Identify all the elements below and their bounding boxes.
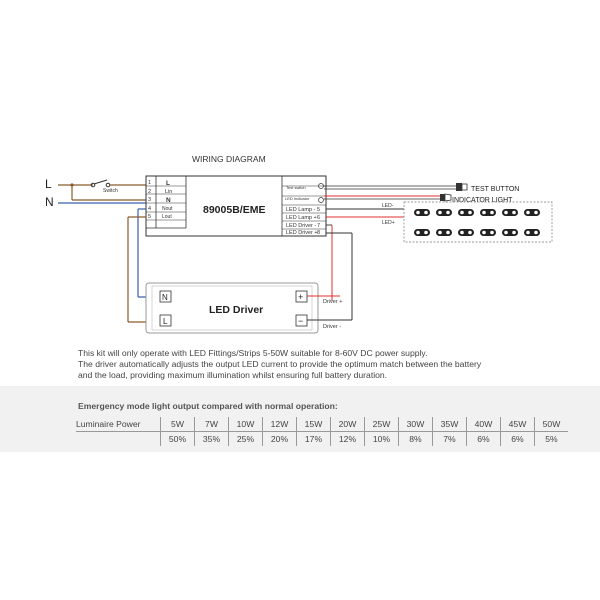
driver-n-terminal bbox=[159, 290, 172, 303]
diagram-title: WIRING DIAGRAM bbox=[192, 154, 266, 164]
terminal-2-label: Lin bbox=[165, 189, 172, 195]
power-cell: 30W bbox=[398, 417, 433, 432]
output-cell: 6% bbox=[500, 431, 535, 446]
module-model: 89005B/EME bbox=[203, 204, 265, 216]
description-line-1: This kit will only operate with LED Fitt… bbox=[78, 348, 428, 358]
output-cell: 10% bbox=[364, 431, 399, 446]
terminal-7-num: 7 bbox=[317, 223, 320, 229]
terminal-4-num: 4 bbox=[148, 206, 151, 212]
test-button-body bbox=[456, 183, 462, 191]
led-chip-icon bbox=[502, 209, 518, 216]
driver-n-label: N bbox=[162, 293, 168, 302]
test-button-label: TEST BUTTON bbox=[471, 186, 519, 193]
switch-label: Switch bbox=[103, 188, 118, 194]
output-cell: 20% bbox=[262, 431, 297, 446]
terminal-1-num: 1 bbox=[148, 180, 151, 186]
test-button-cap bbox=[461, 183, 468, 191]
led-chip-icon bbox=[436, 209, 452, 216]
live-label: L bbox=[45, 177, 52, 191]
switch-lever bbox=[93, 179, 108, 185]
terminal-2-num: 2 bbox=[148, 189, 151, 195]
terminal-4-label: Nout bbox=[162, 206, 173, 212]
driver-l-terminal bbox=[159, 314, 172, 327]
power-cell: 50W bbox=[534, 417, 568, 432]
terminal-5-out-num: 5 bbox=[317, 207, 320, 213]
terminal-8-num: 8 bbox=[317, 230, 320, 236]
output-cell: 25% bbox=[228, 431, 263, 446]
output-row: 50%35%25%20%17%12%10%8%7%6%6%5% bbox=[76, 431, 568, 447]
led-chip-icon bbox=[458, 209, 474, 216]
power-cell: 15W bbox=[296, 417, 331, 432]
output-cell: 17% bbox=[296, 431, 331, 446]
terminal-5-num: 5 bbox=[148, 214, 151, 220]
driver-minus-symbol: − bbox=[298, 316, 303, 326]
power-cell: 25W bbox=[364, 417, 399, 432]
led-chip-icon bbox=[458, 229, 474, 236]
led-chip-icon bbox=[502, 229, 518, 236]
led-lamp-minus-label: LED Lamp - bbox=[286, 207, 316, 213]
power-cell: 35W bbox=[432, 417, 467, 432]
output-row-label bbox=[76, 432, 161, 447]
switch-contact-b bbox=[105, 182, 111, 188]
output-cell: 12% bbox=[330, 431, 365, 446]
led-lamp-plus-label: LED Lamp + bbox=[286, 215, 317, 221]
led-indicator-terminal-label: LED Indicator bbox=[285, 196, 310, 201]
terminal-3-label: N bbox=[166, 197, 171, 204]
wiring-diagram: WIRING DIAGRAM L N Switch 1 L 2 Lin 3 N … bbox=[45, 154, 553, 334]
driver-plus-symbol: + bbox=[298, 292, 303, 302]
led-chip-icon bbox=[414, 229, 430, 236]
test-switch-terminal-label: Test switch bbox=[286, 185, 306, 190]
led-chip-icon bbox=[480, 209, 496, 216]
terminal-5-label: Lout bbox=[162, 214, 172, 220]
power-cell: 20W bbox=[330, 417, 365, 432]
led-driver-minus-label: LED Driver - bbox=[286, 223, 316, 229]
terminal-3-num: 3 bbox=[148, 197, 151, 203]
led-strip-cells bbox=[414, 209, 540, 236]
indicator-light-label: INDICATOR LIGHT bbox=[452, 197, 513, 204]
led-driver-box bbox=[145, 282, 319, 334]
indicator-light-body bbox=[440, 194, 445, 201]
power-cell: 7W bbox=[194, 417, 229, 432]
led-chip-icon bbox=[414, 209, 430, 216]
output-cell: 50% bbox=[160, 431, 195, 446]
power-cell: 45W bbox=[500, 417, 535, 432]
description-line-3: and the load, providing maximum illumina… bbox=[78, 370, 388, 381]
power-cell: 40W bbox=[466, 417, 501, 432]
test-switch-terminal-icon bbox=[318, 183, 324, 189]
power-cell: 12W bbox=[262, 417, 297, 432]
neutral-label: N bbox=[45, 195, 54, 209]
led-driver-plus-label: LED Driver + bbox=[286, 230, 318, 236]
led-chip-icon bbox=[436, 229, 452, 236]
terminal-1-label: L bbox=[166, 180, 170, 187]
led-plus-label: LED+ bbox=[382, 220, 395, 226]
emergency-title: Emergency mode light output compared wit… bbox=[78, 401, 338, 411]
output-cell: 6% bbox=[466, 431, 501, 446]
output-cell: 8% bbox=[398, 431, 433, 446]
led-chip-icon bbox=[524, 209, 540, 216]
output-cell: 7% bbox=[432, 431, 467, 446]
indicator-light-icon bbox=[444, 193, 452, 202]
description: This kit will only operate with LED Fitt… bbox=[78, 348, 538, 382]
driver-plus-out-label: Driver + bbox=[323, 299, 342, 305]
terminal-6-num: 6 bbox=[317, 215, 320, 221]
output-cell: 5% bbox=[534, 431, 568, 446]
switch-contact-a bbox=[90, 182, 96, 188]
driver-minus-out-label: Driver - bbox=[323, 324, 341, 330]
led-indicator-terminal-icon bbox=[318, 197, 324, 203]
led-driver-label: LED Driver bbox=[209, 304, 263, 316]
driver-l-label: L bbox=[163, 317, 168, 326]
description-line-2: The driver automatically adjusts the out… bbox=[78, 359, 482, 370]
led-minus-label: LED- bbox=[382, 203, 394, 209]
power-cell: 10W bbox=[228, 417, 263, 432]
power-cell: 5W bbox=[160, 417, 195, 432]
led-chip-icon bbox=[480, 229, 496, 236]
power-row-label: Luminaire Power bbox=[76, 417, 161, 432]
output-cell: 35% bbox=[194, 431, 229, 446]
led-chip-icon bbox=[524, 229, 540, 236]
